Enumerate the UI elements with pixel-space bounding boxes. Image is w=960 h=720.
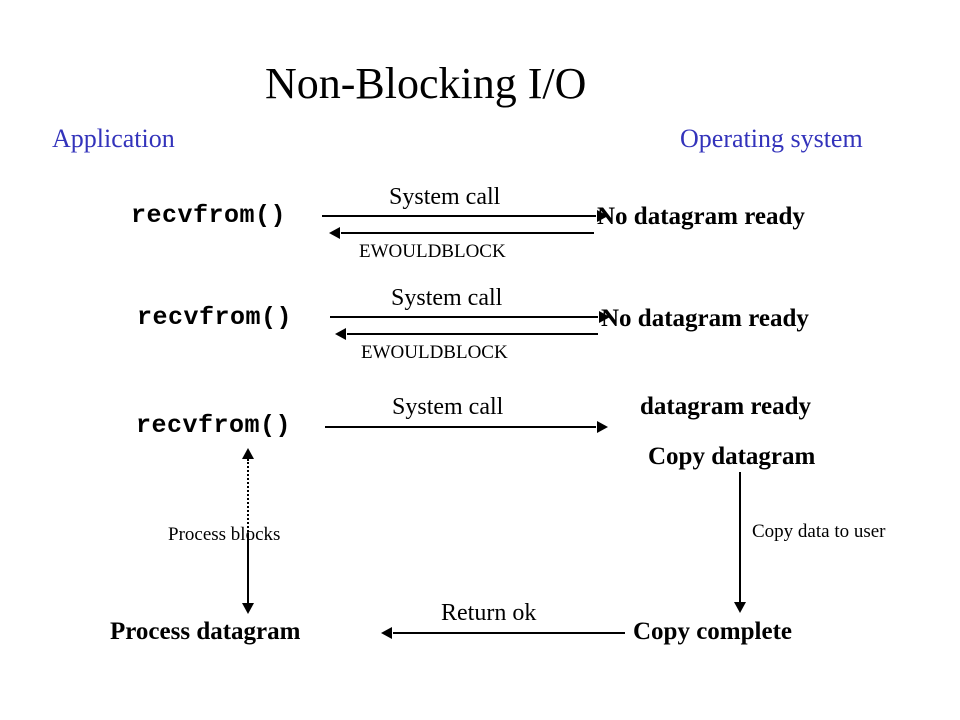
copy-data-line <box>739 472 741 604</box>
process-blocks-line-solid <box>247 535 249 605</box>
column-heading-application: Application <box>52 124 175 153</box>
copy-complete-label: Copy complete <box>633 618 792 645</box>
column-heading-operating-system: Operating system <box>680 124 863 153</box>
system-call-arrow-3 <box>325 426 596 428</box>
ewouldblock-label-1: EWOULDBLOCK <box>359 241 506 262</box>
copy-data-to-user-label: Copy data to user <box>752 521 886 542</box>
return-ok-arrow <box>393 632 625 634</box>
page-title: Non-Blocking I/O <box>265 59 587 108</box>
os-state-2: No datagram ready <box>601 305 809 332</box>
return-ok-label: Return ok <box>441 600 537 626</box>
process-blocks-arrowhead-down <box>242 603 254 614</box>
ewouldblock-arrow-1 <box>341 232 594 234</box>
recvfrom-call-2: recvfrom() <box>137 303 293 332</box>
ewouldblock-arrow-2 <box>347 333 598 335</box>
process-blocks-line-dotted <box>247 459 249 535</box>
ewouldblock-label-2: EWOULDBLOCK <box>361 342 508 363</box>
copy-datagram-label: Copy datagram <box>648 443 816 470</box>
os-state-3: datagram ready <box>640 393 812 420</box>
os-state-1: No datagram ready <box>597 203 805 230</box>
process-blocks-label: Process blocks <box>168 524 281 545</box>
process-blocks-arrowhead-up <box>242 448 254 459</box>
copy-data-arrowhead <box>734 602 746 613</box>
system-call-label-3: System call <box>392 394 504 420</box>
system-call-arrow-2 <box>330 316 598 318</box>
system-call-label-1: System call <box>389 184 501 210</box>
system-call-label-2: System call <box>391 285 503 311</box>
recvfrom-call-3: recvfrom() <box>136 411 292 440</box>
recvfrom-call-1: recvfrom() <box>131 201 287 230</box>
process-datagram-label: Process datagram <box>110 618 301 645</box>
system-call-arrow-1 <box>322 215 596 217</box>
